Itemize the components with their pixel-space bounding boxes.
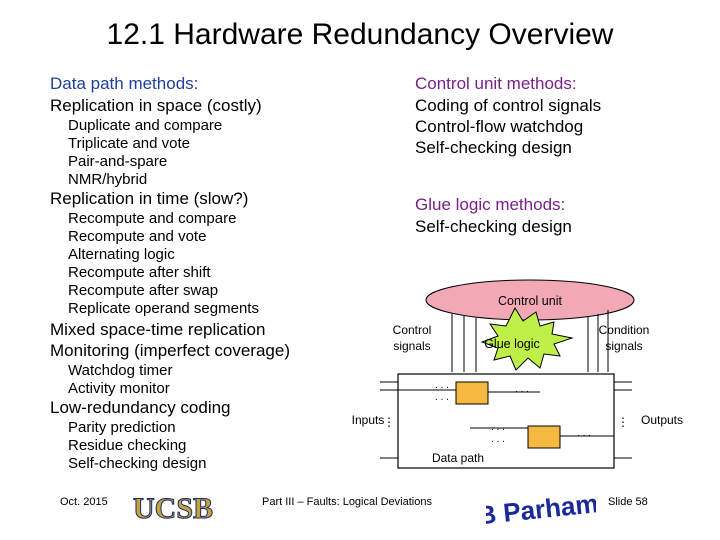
footer-center: Part III – Faults: Logical Deviations (262, 496, 432, 508)
monitoring-heading: Monitoring (imperfect coverage) (50, 341, 290, 360)
data-path-box (397, 373, 615, 469)
control-item: Control-flow watchdog (415, 117, 584, 136)
ucsb-logo: UCSB (132, 492, 213, 526)
svg-text:. . .: . . . (491, 422, 505, 433)
time-item: Recompute after swap (68, 282, 219, 299)
footer-date: Oct. 2015 (60, 496, 108, 508)
svg-text:. . .: . . . (435, 392, 449, 403)
lowred-item: Self-checking design (68, 455, 207, 472)
space-item: Triplicate and vote (68, 135, 191, 152)
time-item: Recompute and compare (68, 210, 237, 227)
monitoring-item: Activity monitor (68, 380, 170, 397)
control-signals-label: Control (393, 323, 432, 337)
lowred-item: Parity prediction (68, 419, 176, 436)
space-item: Duplicate and compare (68, 117, 223, 134)
time-item: Recompute and vote (68, 228, 207, 245)
svg-text:. . .: . . . (577, 428, 591, 439)
time-item: Replicate operand segments (68, 300, 259, 317)
data-path-heading: Data path methods: (50, 74, 199, 93)
control-item: Coding of control signals (415, 96, 602, 115)
svg-text:. . .: . . . (491, 434, 505, 445)
data-path-block (455, 381, 489, 405)
control-unit-label: Control unit (498, 294, 562, 308)
control-item: Self-checking design (415, 138, 572, 157)
glue-logic-burst (480, 306, 574, 371)
space-item: Pair-and-spare (68, 153, 168, 170)
lowred-heading: Low-redundancy coding (50, 398, 231, 417)
space-item: NMR/hybrid (68, 171, 148, 188)
time-item: Recompute after shift (68, 264, 211, 281)
svg-text:. . .: . . . (435, 380, 449, 391)
svg-text:. . .: . . . (515, 384, 529, 395)
inputs-ellipsis: ⋮ (383, 415, 395, 429)
lowred-item: Residue checking (68, 437, 187, 454)
time-heading: Replication in time (slow?) (50, 189, 249, 208)
glue-item: Self-checking design (415, 217, 572, 236)
time-item: Alternating logic (68, 246, 175, 263)
data-path-block (527, 425, 561, 449)
data-path-label: Data path (432, 451, 484, 465)
author-logo: B Parhami (486, 487, 596, 530)
glue-logic-label: Glue logic (484, 337, 540, 351)
mixed-heading: Mixed space-time replication (50, 320, 266, 339)
outputs-ellipsis: ⋮ (617, 415, 629, 429)
hardware-block-diagram: Control unit Glue logic Control signals … (352, 279, 683, 469)
svg-text:UCSB: UCSB (133, 492, 213, 525)
footer-slide: Slide 58 (608, 496, 648, 508)
control-signals-label: signals (393, 339, 430, 353)
space-heading: Replication in space (costly) (50, 96, 262, 115)
control-unit-heading: Control unit methods: (415, 74, 577, 93)
condition-signals-label: Condition (599, 323, 650, 337)
outputs-label: Outputs (641, 413, 683, 427)
glue-logic-heading: Glue logic methods: (415, 195, 566, 214)
inputs-label: Inputs (352, 413, 385, 427)
condition-signals-label: signals (605, 339, 642, 353)
svg-text:B Parhami: B Parhami (486, 487, 596, 530)
monitoring-item: Watchdog timer (68, 362, 173, 379)
slide-title: 12.1 Hardware Redundancy Overview (106, 18, 614, 51)
